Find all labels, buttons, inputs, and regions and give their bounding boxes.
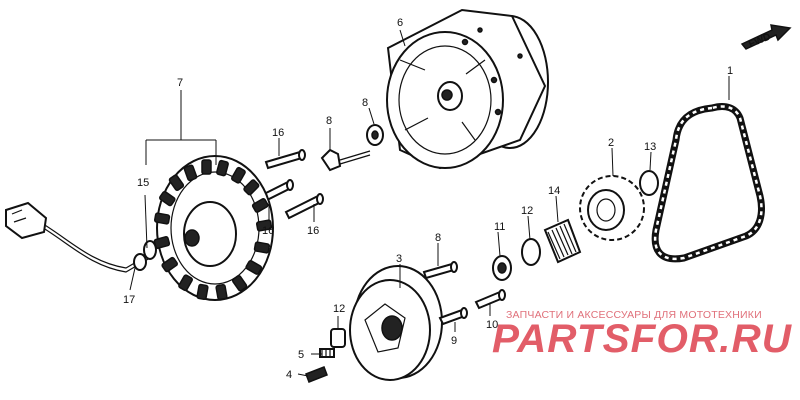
fwd-arrow: FWD [740, 24, 792, 51]
roller-14 [330, 328, 346, 348]
callout-12-upper: 13 [644, 141, 656, 153]
callout-16-top: 16 [272, 127, 284, 139]
callout-5: 5 [298, 349, 304, 361]
fwd-label: FWD [747, 32, 772, 51]
callout-13: 14 [548, 185, 560, 197]
plunger-4 [305, 366, 328, 383]
callout-12-lower: 12 [521, 205, 533, 217]
leader-lines [129, 29, 730, 377]
bolt-8b [474, 289, 506, 310]
ring-12b [639, 170, 659, 196]
callout-16-left: 16 [262, 225, 274, 237]
grommet-17 [133, 253, 147, 271]
sprocket-2 [579, 175, 645, 241]
callout-2: 2 [608, 137, 614, 149]
callout-3: 3 [396, 253, 402, 265]
callout-6: 6 [397, 17, 403, 29]
stator-wire-harness [5, 201, 157, 273]
screw-16c [284, 193, 324, 220]
callout-10: 8 [362, 97, 368, 109]
needle-bearing-13 [543, 218, 582, 264]
watermark-logo: PARTSFOR.RU [492, 317, 792, 361]
callout-1: 1 [727, 65, 733, 77]
ring-12a [521, 238, 541, 266]
flywheel-rotor [386, 8, 549, 170]
flywheel-bolt-9 [320, 148, 371, 172]
callout-14: 12 [333, 303, 345, 315]
callout-16-right: 16 [307, 225, 319, 237]
callout-15: 15 [137, 177, 149, 189]
callout-8-right: 10 [486, 319, 498, 331]
callout-9: 8 [326, 115, 332, 127]
chain-1 [651, 102, 765, 263]
starter-clutch [349, 265, 443, 381]
spring-5 [319, 348, 335, 358]
callouts: 7 6 8 8 16 16 16 15 17 1 2 13 14 12 11 8… [123, 17, 733, 381]
callout-17: 17 [123, 294, 135, 306]
callout-7: 7 [177, 77, 183, 89]
callout-11: 11 [494, 221, 505, 233]
callout-4: 4 [286, 369, 292, 381]
watermark-tagline: ЗАПЧАСТИ И АКСЕССУАРЫ ДЛЯ МОТОТЕХНИКИ [506, 309, 762, 321]
screw-16a [264, 149, 306, 170]
callout-8-top: 8 [435, 232, 441, 244]
callout-8-bottom: 9 [451, 335, 457, 347]
watermark: ЗАПЧАСТИ И АКСЕССУАРЫ ДЛЯ МОТОТЕХНИКИ PA… [492, 309, 792, 361]
grommet-15 [143, 240, 157, 260]
bolt-8a [422, 261, 458, 280]
stator-coil [153, 155, 274, 301]
bolt-8c [438, 307, 468, 326]
